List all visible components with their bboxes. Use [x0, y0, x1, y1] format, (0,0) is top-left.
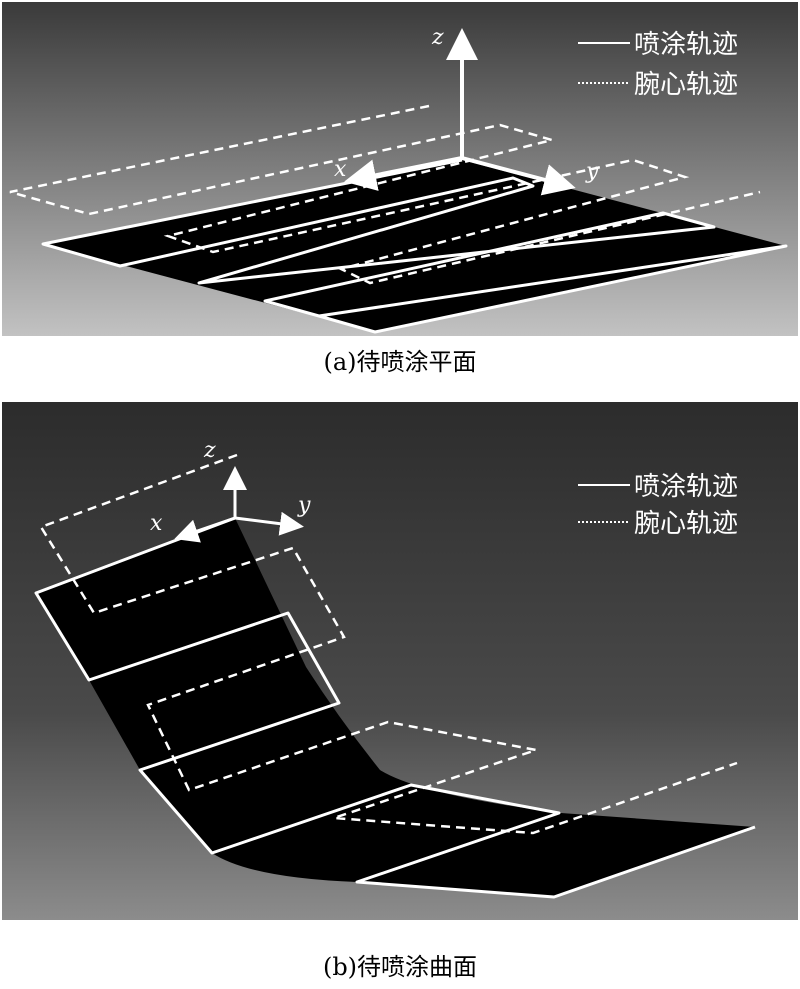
coordinate-axes-a: z x y	[334, 25, 599, 196]
legend-spray-label: 喷涂轨迹	[634, 30, 738, 60]
panel-a-plane: z x y 喷涂轨迹 腕心轨迹	[2, 2, 798, 336]
coordinate-axes-b: z y x	[150, 438, 311, 543]
y-axis-arrow	[234, 511, 304, 536]
legend-b: 喷涂轨迹 腕心轨迹	[578, 472, 738, 539]
wrist-trajectory-b	[39, 453, 738, 835]
wrist-trajectory-a	[9, 104, 761, 285]
x-axis-arrow	[344, 156, 463, 191]
flat-surface	[43, 160, 786, 332]
x-axis-arrow	[174, 516, 236, 543]
x-axis-label: x	[150, 511, 163, 536]
legend-a: 喷涂轨迹 腕心轨迹	[578, 30, 738, 100]
curved-surface	[36, 518, 755, 897]
caption-b: (b)待喷涂曲面	[323, 953, 477, 981]
spray-trajectory-b	[34, 516, 756, 899]
y-axis-arrow	[461, 156, 576, 196]
caption-a: (a)待喷涂平面	[323, 348, 476, 376]
z-axis-label: z	[431, 25, 444, 50]
legend-wrist-label: 腕心轨迹	[634, 70, 738, 100]
legend-spray-label: 喷涂轨迹	[634, 472, 738, 502]
legend-wrist-label: 腕心轨迹	[634, 509, 738, 539]
y-axis-label: y	[297, 493, 311, 518]
y-axis-label: y	[585, 159, 599, 184]
z-axis-label: z	[203, 438, 216, 463]
spray-trajectory-a	[41, 158, 788, 334]
x-axis-label: x	[334, 157, 347, 182]
panel-b-curved: z y x 喷涂轨迹 腕心轨迹	[2, 402, 798, 920]
